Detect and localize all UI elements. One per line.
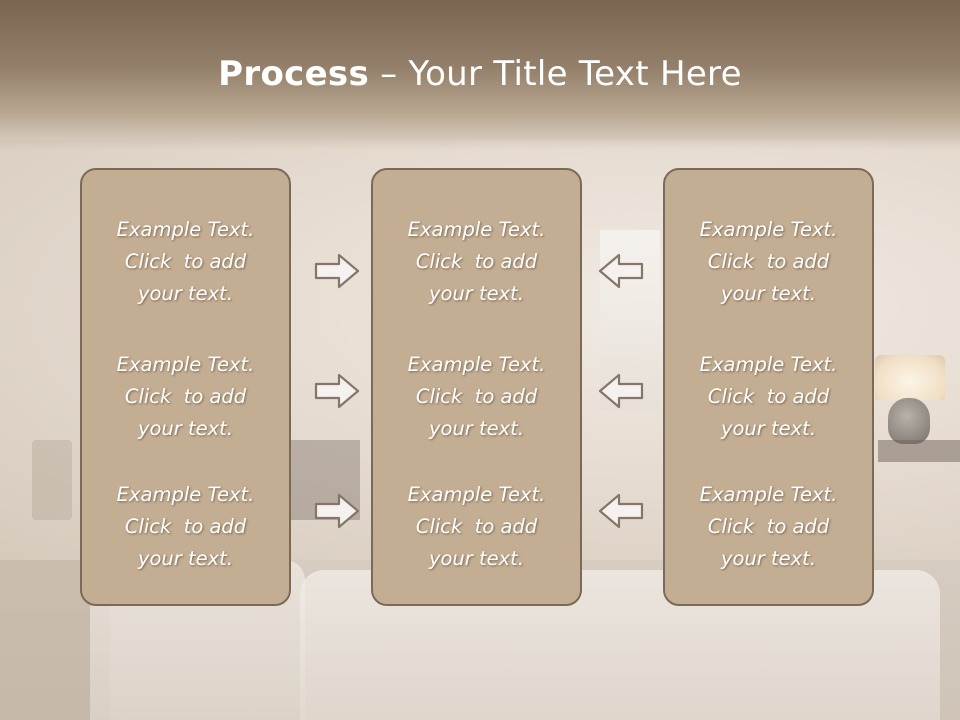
panel-text-placeholder[interactable]: Example Text. Click to add your text. xyxy=(665,349,872,445)
panel-text-placeholder[interactable]: Example Text. Click to add your text. xyxy=(82,479,289,575)
text-line: Example Text. xyxy=(116,483,255,506)
title-bold: Process xyxy=(218,54,370,94)
text-line: Click to add xyxy=(707,515,830,538)
right-arrow-icon[interactable] xyxy=(313,371,361,411)
text-line: Example Text. xyxy=(699,353,838,376)
text-line: your text. xyxy=(720,417,817,440)
text-line: Click to add xyxy=(707,250,830,273)
text-line: your text. xyxy=(428,547,525,570)
panel-text-placeholder[interactable]: Example Text. Click to add your text. xyxy=(665,214,872,310)
panel-text-placeholder[interactable]: Example Text. Click to add your text. xyxy=(82,214,289,310)
panel-text-placeholder[interactable]: Example Text. Click to add your text. xyxy=(373,479,580,575)
text-line: your text. xyxy=(137,282,234,305)
text-line: Click to add xyxy=(415,385,538,408)
text-line: your text. xyxy=(428,282,525,305)
panel-text-placeholder[interactable]: Example Text. Click to add your text. xyxy=(82,349,289,445)
text-line: your text. xyxy=(720,282,817,305)
right-arrow-icon[interactable] xyxy=(313,491,361,531)
text-line: Click to add xyxy=(415,250,538,273)
title-band xyxy=(0,0,960,150)
text-line: Example Text. xyxy=(699,218,838,241)
text-line: Click to add xyxy=(124,250,247,273)
text-line: Example Text. xyxy=(407,483,546,506)
slide-title[interactable]: Process – Your Title Text Here xyxy=(0,54,960,94)
process-panel-right[interactable]: Example Text. Click to add your text. Ex… xyxy=(663,168,874,606)
window xyxy=(600,230,660,410)
text-line: Example Text. xyxy=(116,218,255,241)
text-line: Click to add xyxy=(707,385,830,408)
lamp-base xyxy=(888,398,930,444)
text-line: your text. xyxy=(428,417,525,440)
text-line: Click to add xyxy=(415,515,538,538)
text-line: your text. xyxy=(137,547,234,570)
panel-text-placeholder[interactable]: Example Text. Click to add your text. xyxy=(373,349,580,445)
lamp-shade xyxy=(875,355,945,400)
text-line: your text. xyxy=(137,417,234,440)
right-arrow-icon[interactable] xyxy=(313,251,361,291)
process-panel-left[interactable]: Example Text. Click to add your text. Ex… xyxy=(80,168,291,606)
text-line: Click to add xyxy=(124,385,247,408)
panel-text-placeholder[interactable]: Example Text. Click to add your text. xyxy=(373,214,580,310)
left-arrow-icon[interactable] xyxy=(597,371,645,411)
text-line: Example Text. xyxy=(699,483,838,506)
plant xyxy=(32,440,72,520)
lamp-table xyxy=(878,440,960,462)
text-line: Example Text. xyxy=(116,353,255,376)
text-line: your text. xyxy=(720,547,817,570)
text-line: Example Text. xyxy=(407,218,546,241)
process-panel-center[interactable]: Example Text. Click to add your text. Ex… xyxy=(371,168,582,606)
text-line: Click to add xyxy=(124,515,247,538)
left-arrow-icon[interactable] xyxy=(597,491,645,531)
left-arrow-icon[interactable] xyxy=(597,251,645,291)
title-rest: – Your Title Text Here xyxy=(369,54,742,94)
panel-text-placeholder[interactable]: Example Text. Click to add your text. xyxy=(665,479,872,575)
text-line: Example Text. xyxy=(407,353,546,376)
